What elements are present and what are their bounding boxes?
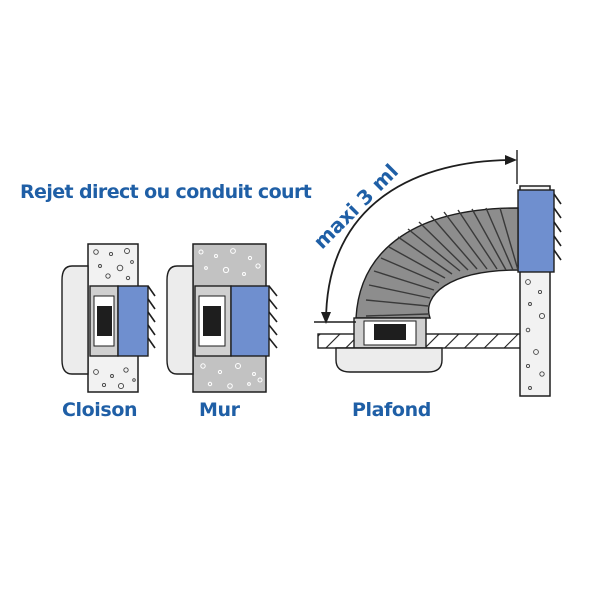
dimension-arrow-start (321, 312, 331, 324)
front-cover (61, 265, 89, 375)
concrete-speckles (198, 248, 263, 389)
label-plafond: Plafond (352, 399, 431, 421)
label-cloison: Cloison (62, 399, 138, 421)
fan-core (97, 306, 112, 336)
wall-grille (230, 285, 270, 357)
front-cover (335, 347, 443, 373)
duct-corrugation (365, 207, 519, 317)
cloison-installation (61, 243, 156, 393)
grille-louvers (268, 285, 278, 349)
grille-louvers (553, 193, 562, 261)
dimension-arc (325, 159, 515, 323)
plafond-installation: maxi 3 ml (309, 150, 562, 397)
wall-grille (517, 189, 555, 273)
fan-core (203, 306, 221, 336)
label-mur: Mur (199, 399, 240, 421)
front-cover (166, 265, 194, 375)
grille-louvers (147, 285, 156, 349)
fan-core (374, 324, 406, 340)
diagram-heading: Rejet direct ou conduit court (20, 181, 312, 203)
exterior-wall-speckles (525, 279, 546, 390)
partition-speckles (93, 248, 136, 390)
wall-grille (117, 285, 149, 357)
dimension-label: maxi 3 ml (309, 159, 403, 253)
mur-installation (166, 243, 278, 393)
dimension-arrow-end (505, 155, 517, 165)
